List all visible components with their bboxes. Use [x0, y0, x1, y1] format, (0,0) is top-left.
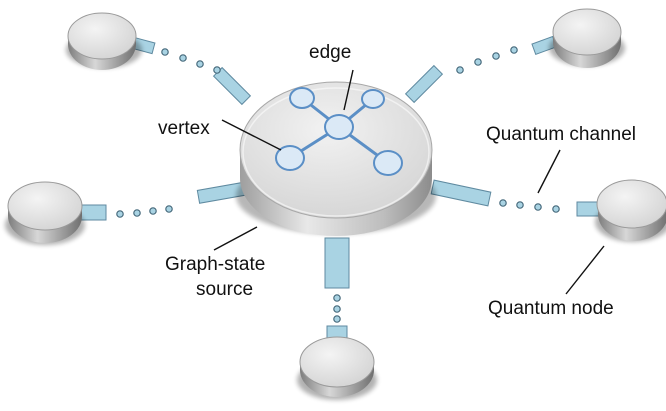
quantum-node-top-left: [66, 12, 142, 70]
quantum-node-left: [5, 181, 85, 245]
graph-vertex: [373, 150, 403, 176]
vertex-leader-line: [221, 119, 282, 151]
channel-bottom: [324, 237, 350, 339]
channel-right: [430, 179, 602, 217]
graph-vertex: [289, 87, 315, 109]
vertex-label: vertex: [158, 118, 210, 139]
graph-state-source-leader-line: [213, 226, 258, 251]
quantum-channel-leader-line: [537, 149, 561, 194]
graph-state-source-disk: [236, 81, 436, 236]
channel-left: [79, 181, 250, 221]
edge-label: edge: [309, 42, 351, 63]
graph-state-source-label-line1: Graph-state: [165, 254, 265, 275]
quantum-node-right: [595, 179, 666, 242]
channel-top-right: [404, 35, 558, 104]
quantum-node-top-right: [549, 8, 625, 68]
graph-vertex: [324, 114, 354, 140]
edge-leader-line: [343, 69, 354, 111]
quantum-node-leader-line: [565, 245, 605, 295]
leader-lines: [213, 69, 605, 295]
quantum-channel-label: Quantum channel: [486, 124, 636, 145]
graph-vertex: [361, 89, 385, 109]
graph-state-graph: [275, 87, 403, 176]
graph-vertices: [275, 87, 403, 176]
quantum-node-bottom: [297, 336, 377, 400]
quantum-node-label: Quantum node: [488, 298, 614, 319]
channel-top-left: [130, 36, 252, 106]
graph-vertex: [275, 145, 305, 171]
graph-state-source-label-line2: source: [196, 279, 253, 300]
